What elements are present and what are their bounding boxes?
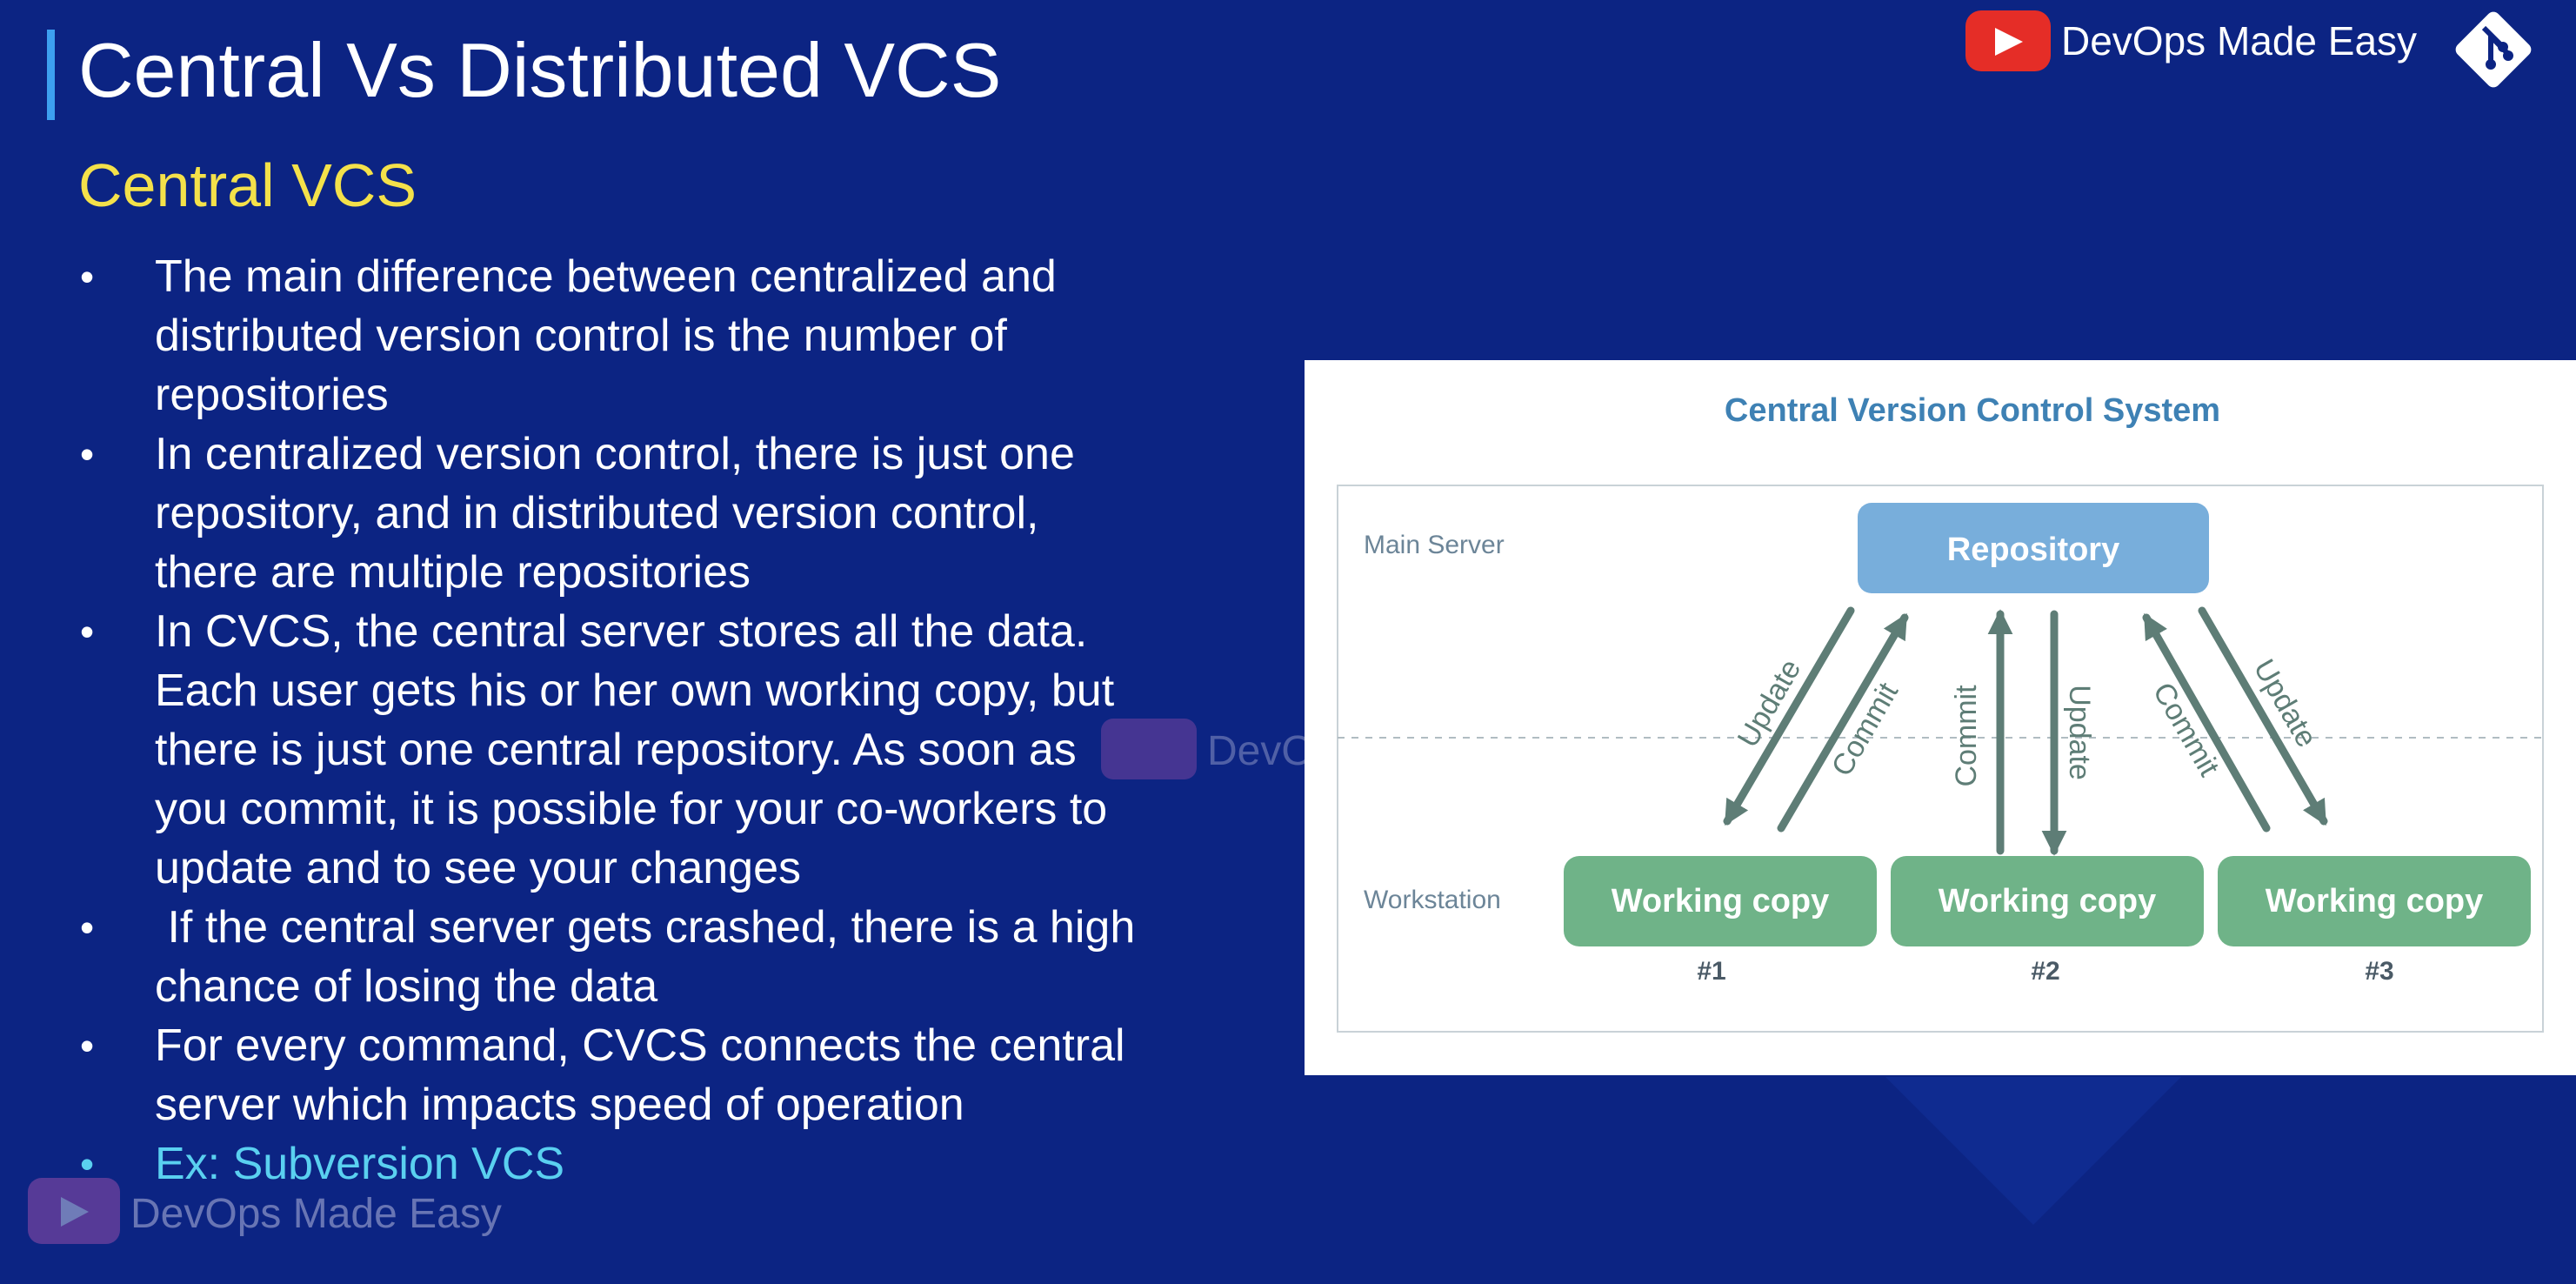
bullet-item: In centralized version control, there is… <box>75 425 1292 602</box>
bullet-item: For every command, CVCS connects the cen… <box>75 1016 1292 1134</box>
repository-label: Repository <box>1947 532 2119 568</box>
working-copy-number-1: #1 <box>1697 957 1725 986</box>
working-copy-box-2 <box>1891 856 2204 946</box>
bottom-watermark: DevOps Made Easy <box>28 1178 532 1247</box>
working-copy-number-2: #2 <box>2031 957 2059 986</box>
watermark-play-icon <box>28 1178 120 1244</box>
youtube-play-icon <box>1965 10 2051 71</box>
main-server-label: Main Server <box>1364 531 1505 559</box>
brand-badge[interactable]: DevOps Made Easy <box>1965 10 2417 78</box>
watermark-play-icon <box>1101 719 1197 779</box>
working-copy-label-2: Working copy <box>1939 883 2157 920</box>
diagram-title: Central Version Control System <box>1725 392 2220 429</box>
brand-name: DevOps Made Easy <box>2061 18 2418 64</box>
slide-subtitle: Central VCS <box>78 151 417 219</box>
working-copy-box-1 <box>1564 856 1877 946</box>
working-copy-label-3: Working copy <box>2266 883 2484 920</box>
commit-label-2: Commit <box>1950 685 1983 787</box>
diagram-frame <box>1337 485 2544 1033</box>
repository-box <box>1858 503 2209 593</box>
update-arrow-3 <box>2198 606 2328 826</box>
working-copy-box-3 <box>2218 856 2531 946</box>
bullet-item: If the central server gets crashed, ther… <box>75 898 1292 1016</box>
update-arrow-1 <box>1723 606 1855 826</box>
update-label-2: Update <box>2063 685 2096 780</box>
commit-arrow-1 <box>1777 613 1909 833</box>
cvcs-diagram: Central Version Control System Main Serv… <box>1305 360 2576 1075</box>
center-watermark-text: DevO <box>1207 728 1314 774</box>
bullet-item: In CVCS, the central server stores all t… <box>75 602 1292 898</box>
working-copy-label-1: Working copy <box>1612 883 1830 920</box>
bullet-list: The main difference between centralized … <box>75 247 1292 1194</box>
center-watermark: DevO <box>1101 719 1327 779</box>
working-copy-number-3: #3 <box>2365 957 2393 986</box>
git-logo-icon <box>2455 11 2532 88</box>
commit-arrow-3 <box>2142 612 2271 833</box>
bullet-item: The main difference between centralized … <box>75 247 1292 425</box>
background-arrow-shape <box>1885 1077 2181 1225</box>
bullet-item: Ex: Subversion VCS <box>75 1134 1292 1194</box>
cvcs-diagram-svg: Central Version Control System Main Serv… <box>1337 392 2544 1033</box>
workstation-label: Workstation <box>1364 886 1501 914</box>
title-accent-bar <box>47 30 55 120</box>
slide-title: Central Vs Distributed VCS <box>78 27 1002 113</box>
bottom-watermark-text: DevOps Made Easy <box>130 1191 502 1237</box>
